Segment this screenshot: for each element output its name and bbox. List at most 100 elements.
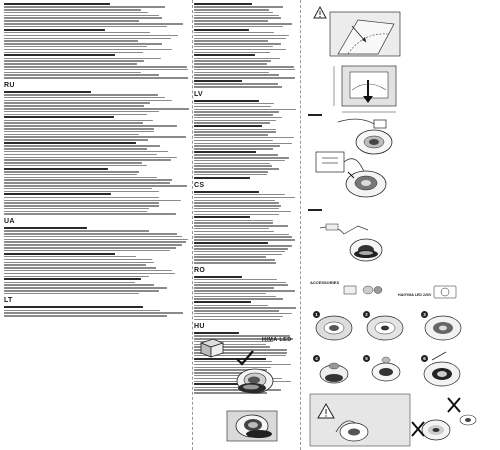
text-line <box>4 190 159 193</box>
text-line <box>4 28 106 31</box>
text-line <box>4 133 139 136</box>
text-line <box>194 145 280 147</box>
text-line <box>4 119 153 122</box>
text-line <box>4 267 157 269</box>
text-line <box>194 372 268 374</box>
text-line <box>194 256 267 258</box>
text-line <box>4 31 151 34</box>
ceiling-cutout-diagram <box>329 11 401 57</box>
text-line <box>194 136 294 139</box>
text-line <box>4 162 142 164</box>
text-line <box>194 102 274 105</box>
text-section <box>194 2 296 88</box>
text-line <box>4 54 115 57</box>
text-line <box>4 182 171 184</box>
text-line <box>4 125 178 127</box>
text-line <box>194 213 280 215</box>
text-line <box>4 281 135 284</box>
text-line <box>4 14 159 17</box>
text-line <box>194 392 267 394</box>
step-badge: 1 <box>313 311 320 318</box>
text-line <box>4 306 143 309</box>
text-line <box>194 259 276 261</box>
text-line <box>4 247 176 249</box>
text-line <box>194 150 257 153</box>
text-line <box>4 261 155 264</box>
text-line <box>194 360 273 363</box>
middle-figures <box>199 338 278 442</box>
text-line <box>194 222 273 224</box>
text-line <box>194 284 288 286</box>
section-marker <box>308 209 322 211</box>
text-line <box>194 301 251 304</box>
text-line <box>194 86 283 88</box>
text-line <box>4 68 189 71</box>
fixture-square-mount <box>226 410 278 442</box>
text-line <box>4 185 188 187</box>
text-line <box>194 340 274 343</box>
text-line <box>4 113 148 116</box>
mounting-dimensions-diagram <box>333 65 397 113</box>
text-line <box>4 272 176 275</box>
text-line <box>194 114 273 116</box>
text-line <box>4 187 153 190</box>
text-line <box>194 349 288 351</box>
text-line <box>4 20 139 22</box>
text-line <box>4 110 160 113</box>
text-line <box>194 68 296 71</box>
text-line <box>194 80 242 83</box>
text-line <box>4 116 114 119</box>
language-heading: RU <box>4 81 15 89</box>
text-line <box>4 193 111 196</box>
text-line <box>4 48 172 51</box>
text-line <box>194 71 270 74</box>
section-marker <box>308 114 322 116</box>
text-line <box>4 244 183 246</box>
text-line <box>194 292 266 295</box>
text-line <box>194 219 274 222</box>
text-line <box>4 264 147 266</box>
text-line <box>194 20 268 22</box>
step-2-diagram <box>366 315 404 341</box>
text-line <box>194 154 278 156</box>
text-column-middle: LV CS RO HU <box>194 2 296 448</box>
text-line <box>4 207 149 210</box>
text-line <box>194 142 293 145</box>
text-line <box>194 318 280 320</box>
fixture-illustration <box>236 368 274 394</box>
text-line <box>194 236 292 238</box>
text-line <box>194 310 280 312</box>
text-section: LT <box>4 297 190 317</box>
text-line <box>194 45 273 48</box>
text-line <box>4 99 172 102</box>
text-line <box>4 249 170 252</box>
cross-icon <box>447 397 461 413</box>
text-section: LV <box>194 91 296 179</box>
wiring-diagram <box>337 118 393 155</box>
text-line <box>194 51 271 54</box>
text-line <box>4 45 148 48</box>
language-heading: RO <box>194 266 206 274</box>
text-line <box>194 57 281 60</box>
language-heading: HU <box>194 323 205 330</box>
warning-panel <box>309 393 411 447</box>
text-line <box>194 241 268 244</box>
step-4-diagram <box>319 362 349 384</box>
text-line <box>4 196 159 199</box>
text-line <box>194 171 269 173</box>
text-line <box>194 250 285 253</box>
text-line <box>194 352 287 354</box>
text-line <box>194 205 281 207</box>
text-line <box>194 193 286 196</box>
text-line <box>4 130 154 133</box>
step-5-diagram <box>371 356 401 382</box>
language-heading: CS <box>194 181 205 189</box>
text-line <box>4 17 163 19</box>
text-line <box>4 171 140 173</box>
text-line <box>4 37 171 40</box>
text-line <box>194 83 279 85</box>
text-line <box>194 125 263 128</box>
text-line <box>4 312 183 314</box>
text-line <box>4 94 158 96</box>
text-line <box>4 23 184 25</box>
